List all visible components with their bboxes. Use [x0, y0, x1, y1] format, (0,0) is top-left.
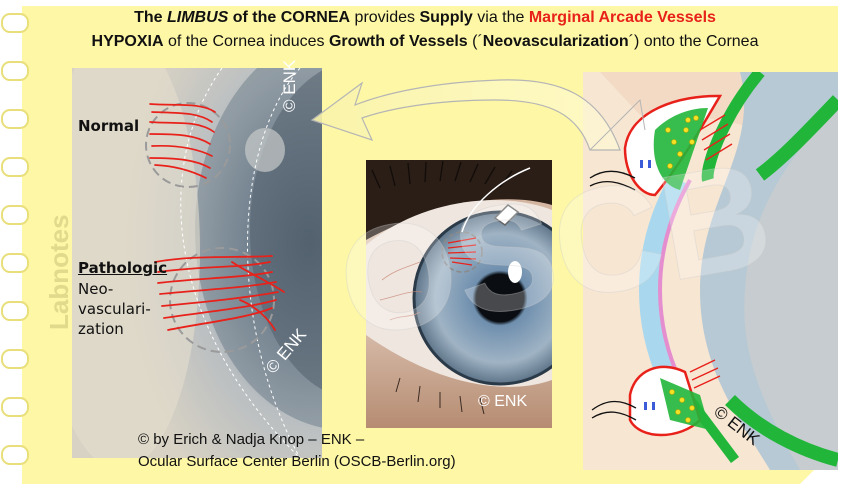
credit-line-2: Ocular Surface Center Berlin (OSCB-Berli…	[138, 453, 456, 470]
pathologic-vessels	[154, 255, 285, 331]
center-eye-photo	[366, 160, 552, 428]
credit-line-1: © by Erich & Nadja Knop – ENK –	[138, 431, 365, 448]
labnotes-watermark: Labnotes	[44, 214, 74, 330]
center-zoom-circle	[441, 231, 483, 273]
enk-mark-center: © ENK	[478, 393, 528, 410]
right-schematic	[583, 72, 838, 470]
pathologic-label: Pathologic	[78, 259, 168, 277]
title-line-1: The LIMBUS of the CORNEA provides Supply…	[134, 9, 716, 26]
center-vessels	[447, 237, 477, 266]
center-guide-lines	[461, 167, 531, 233]
left-eye-photo	[72, 68, 322, 458]
connecting-arrow	[310, 79, 621, 151]
title-line-2: HYPOXIA of the Cornea induces Growth of …	[91, 33, 759, 50]
normal-label: Normal	[78, 117, 140, 135]
neovascularization-label: Neo-vasculari-zation	[78, 280, 151, 338]
notepad-rings	[1, 13, 29, 465]
normal-vessels	[149, 103, 216, 179]
enk-mark-left-top: © ENK	[280, 59, 299, 112]
normal-zoom-circle	[145, 102, 231, 188]
connecting-arrow-tail	[589, 98, 646, 151]
